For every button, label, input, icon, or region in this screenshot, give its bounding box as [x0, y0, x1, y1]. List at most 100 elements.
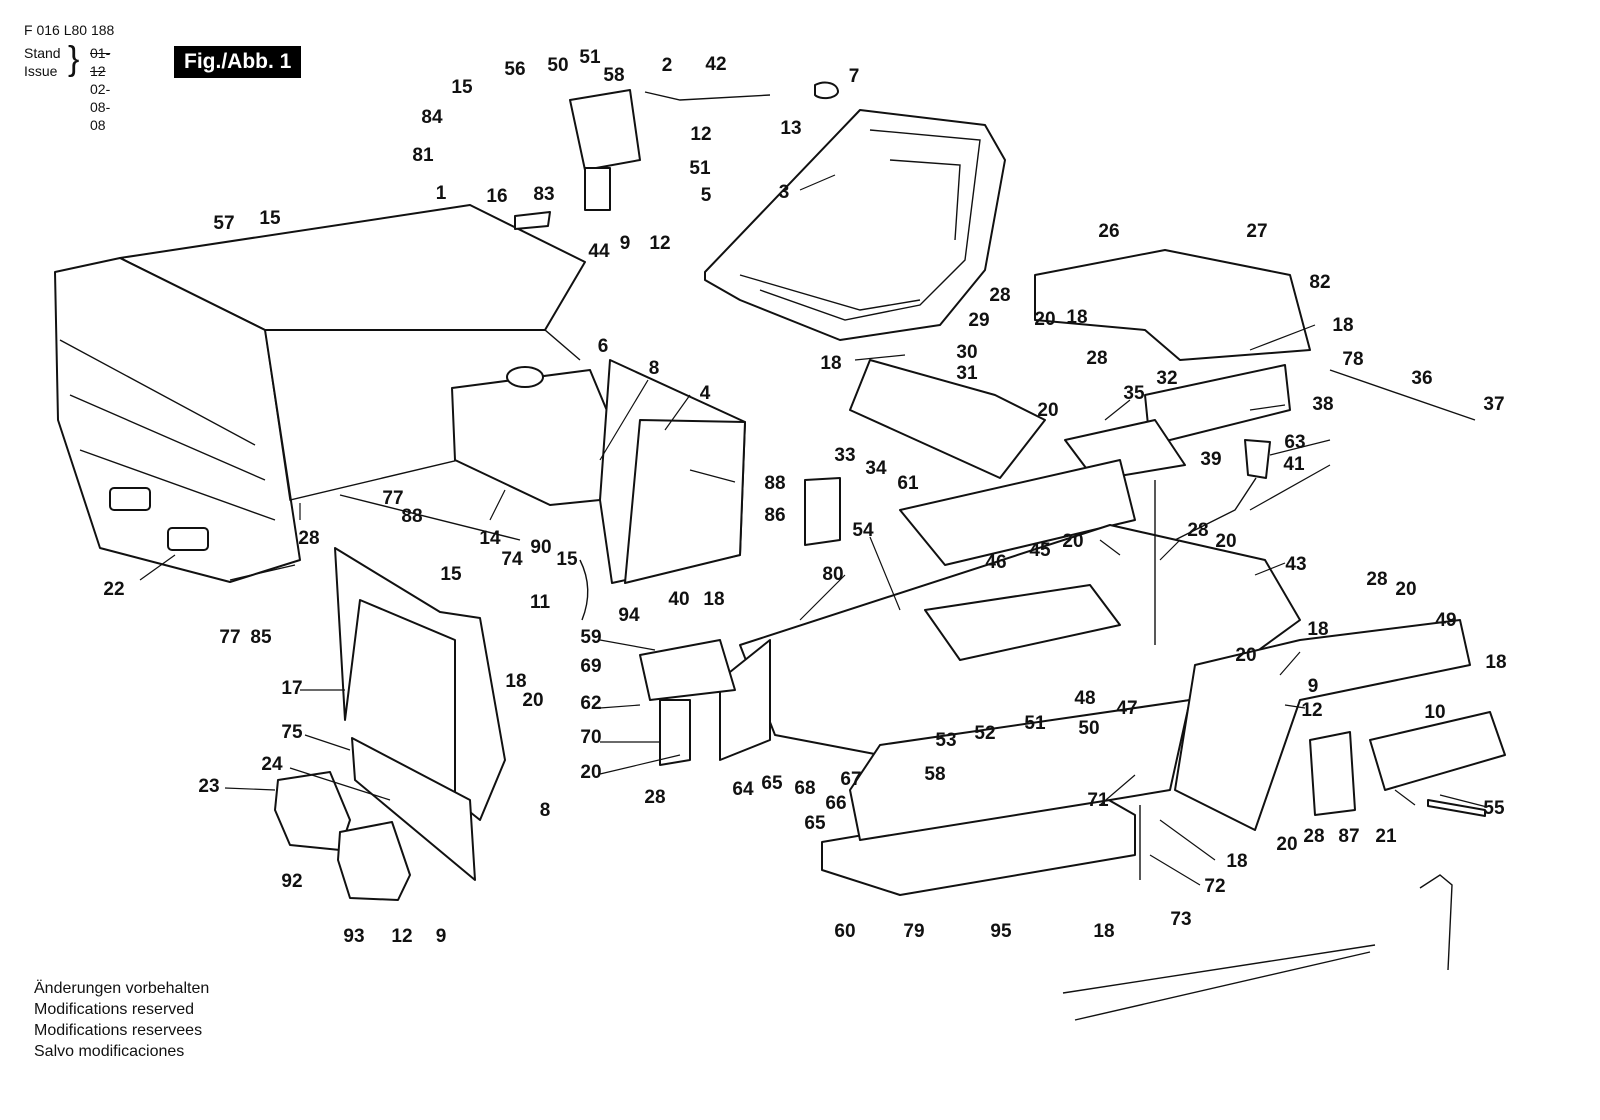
part-callout-20: 20 — [1276, 834, 1297, 855]
part-callout-70: 70 — [580, 727, 601, 748]
cable-lower — [1062, 944, 1376, 1021]
revision-date: 02-08-08 — [90, 81, 111, 133]
part-callout-18: 18 — [1332, 315, 1353, 336]
part-callout-32: 32 — [1156, 368, 1177, 389]
side-frame-front — [849, 699, 1191, 841]
part-callout-42: 42 — [705, 54, 726, 75]
part-callout-38: 38 — [1312, 394, 1333, 415]
part-callout-17: 17 — [281, 678, 302, 699]
part-callout-20: 20 — [1395, 579, 1416, 600]
part-callout-64: 64 — [732, 779, 754, 800]
part-callout-23: 23 — [198, 776, 219, 797]
part-callout-20: 20 — [1215, 531, 1236, 552]
part-callout-20: 20 — [1235, 645, 1256, 666]
part-callout-71: 71 — [1087, 790, 1109, 811]
part-callout-26: 26 — [1098, 221, 1119, 242]
ignition-bracket — [569, 89, 641, 171]
part-callout-30: 30 — [956, 342, 977, 363]
part-callout-18: 18 — [1066, 307, 1087, 328]
part-callout-74: 74 — [501, 549, 523, 570]
lever-knob — [1244, 439, 1271, 479]
part-callout-66: 66 — [825, 793, 846, 814]
part-callout-48: 48 — [1074, 688, 1095, 709]
part-callout-40: 40 — [668, 589, 689, 610]
part-callout-5: 5 — [701, 185, 712, 206]
front-rail — [351, 737, 476, 881]
fender-plate — [1309, 731, 1356, 816]
part-callout-77: 77 — [219, 627, 240, 648]
note-french: Modifications reservees — [34, 1022, 203, 1039]
part-callout-20: 20 — [1034, 309, 1055, 330]
part-callout-13: 13 — [780, 118, 801, 139]
part-callout-92: 92 — [281, 871, 302, 892]
fuel-cap — [506, 366, 544, 388]
part-callout-56: 56 — [504, 59, 525, 80]
part-callout-95: 95 — [990, 921, 1012, 942]
brace-icon: } — [68, 40, 80, 78]
part-callout-54: 54 — [852, 520, 874, 541]
battery-tray — [924, 584, 1121, 661]
dash-panel-left — [849, 359, 1046, 479]
part-callout-22: 22 — [103, 579, 124, 600]
tool-box — [1369, 711, 1506, 791]
part-callout-16: 16 — [486, 186, 507, 207]
part-callout-51: 51 — [689, 158, 711, 179]
part-callout-7: 7 — [849, 66, 860, 87]
part-callout-15: 15 — [259, 208, 281, 229]
part-callout-60: 60 — [834, 921, 855, 942]
figure-label: Fig./Abb. 1 — [174, 46, 302, 78]
part-callout-8: 8 — [649, 358, 660, 379]
ignition-plate — [584, 167, 611, 211]
part-callout-83: 83 — [533, 184, 554, 205]
part-callout-9: 9 — [1308, 676, 1319, 697]
part-callout-6: 6 — [598, 336, 609, 357]
part-callout-18: 18 — [1485, 652, 1506, 673]
part-callout-50: 50 — [547, 55, 568, 76]
seat-contour — [739, 129, 981, 321]
part-callout-28: 28 — [298, 528, 319, 549]
part-callout-45: 45 — [1029, 540, 1051, 561]
throttle-rod — [644, 91, 771, 101]
part-callout-31: 31 — [956, 363, 978, 384]
grass-catcher-window — [109, 487, 151, 511]
grass-catcher-bracket — [339, 494, 521, 541]
part-callout-33: 33 — [834, 445, 855, 466]
document-header: F 016 L80 188 — [24, 22, 114, 39]
part-callout-34: 34 — [865, 458, 887, 479]
part-callout-28: 28 — [1303, 826, 1324, 847]
part-callout-20: 20 — [1037, 400, 1058, 421]
body-hood — [899, 459, 1136, 566]
part-callout-18: 18 — [1307, 619, 1328, 640]
part-callout-18: 18 — [820, 353, 841, 374]
stand-label: Stand — [24, 45, 61, 61]
part-callout-50: 50 — [1078, 718, 1099, 739]
part-callout-15: 15 — [556, 549, 578, 570]
part-callout-41: 41 — [1283, 454, 1305, 475]
part-callout-61: 61 — [897, 473, 919, 494]
headlight-right — [337, 821, 411, 901]
part-callout-39: 39 — [1200, 449, 1221, 470]
part-callout-49: 49 — [1435, 610, 1456, 631]
part-callout-51: 51 — [579, 47, 601, 68]
part-callout-72: 72 — [1204, 876, 1225, 897]
part-callout-44: 44 — [588, 241, 610, 262]
fuel-tank — [451, 369, 616, 506]
part-callout-82: 82 — [1309, 272, 1330, 293]
part-callout-55: 55 — [1483, 798, 1505, 819]
part-callout-46: 46 — [985, 552, 1006, 573]
part-callout-62: 62 — [580, 693, 601, 714]
side-cover — [624, 419, 746, 584]
part-callout-29: 29 — [968, 310, 989, 331]
part-callout-35: 35 — [1123, 383, 1145, 404]
note-english: Modifications reserved — [34, 1001, 195, 1018]
part-callout-4: 4 — [700, 383, 711, 404]
part-callout-69: 69 — [580, 656, 601, 677]
part-callout-15: 15 — [440, 564, 462, 585]
part-callout-81: 81 — [412, 145, 434, 166]
handle-strip — [514, 211, 551, 230]
doc-number: F 016 L80 188 — [24, 22, 115, 38]
part-callout-18: 18 — [703, 589, 724, 610]
part-callout-57: 57 — [213, 213, 234, 234]
part-callout-9: 9 — [620, 233, 631, 254]
